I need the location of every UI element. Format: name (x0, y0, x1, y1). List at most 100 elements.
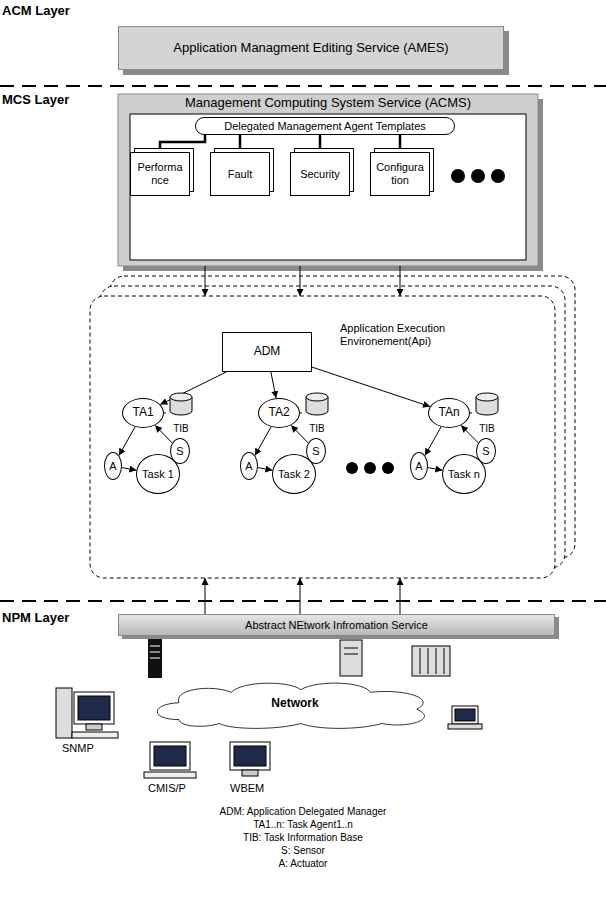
laptop (448, 706, 482, 729)
connector (205, 578, 206, 614)
service-box: Application Managment Editing Service (A… (118, 26, 504, 70)
inner-panel (130, 114, 526, 260)
task-info-base: TIB (472, 392, 502, 434)
layer-label: ACM Layer (2, 4, 70, 19)
node-text: Task 2 (278, 468, 310, 481)
task-agent: TAn (428, 398, 470, 428)
node-text: A (109, 460, 116, 473)
ellipsis-dot (346, 462, 358, 474)
node-text: Application Managment Editing Service (A… (173, 41, 448, 56)
connector (470, 413, 472, 414)
node-text: Delegated Management Agent Templates (224, 120, 426, 133)
node-text: Abstract NEtwork Infromation Service (245, 619, 428, 632)
task-node: Task 2 (272, 454, 316, 494)
node-text: TIB (172, 423, 190, 435)
node-text: Task 1 (142, 468, 174, 481)
template-card: Security (290, 152, 350, 196)
connector (160, 135, 205, 148)
legend-note: TA1..n: Task Agent1..n (253, 819, 353, 831)
node-text: Network (271, 697, 318, 711)
connector (205, 266, 206, 296)
task-node: Task n (442, 454, 486, 494)
node-text: Performa nce (133, 161, 187, 186)
layer-divider (0, 600, 606, 602)
layer-label: NPM Layer (2, 611, 69, 626)
task-node: Task 1 (136, 454, 180, 494)
node-text: TAn (438, 406, 459, 420)
actuator: A (240, 452, 258, 480)
connector (271, 372, 276, 398)
cmis-computer (144, 742, 196, 778)
task-agent: TA2 (258, 398, 300, 428)
node-text: Application Execution Environement(Api) (340, 322, 460, 347)
ellipsis-dot (471, 169, 485, 183)
ellipsis-dot (491, 169, 505, 183)
task-agent: TA1 (122, 398, 164, 428)
node-text: A (245, 460, 252, 473)
node-text: Fault (228, 168, 252, 181)
node-text: A (415, 460, 422, 473)
task-info-base: TIB (302, 392, 332, 434)
connector (291, 425, 308, 443)
legend-note: S: Sensor (281, 845, 325, 857)
node-text: TIB (308, 423, 326, 435)
node-text: S (312, 445, 319, 458)
connector (122, 468, 136, 471)
legend-note: A: Actuator (279, 858, 328, 870)
connector (119, 427, 135, 456)
node-text: Task n (448, 468, 480, 481)
connector (300, 578, 301, 614)
layer-label: MCS Layer (2, 93, 69, 108)
template-card: Configura tion (370, 152, 430, 196)
node-text: TA1 (132, 406, 153, 420)
node-text: Security (300, 168, 340, 181)
environment-outline (90, 296, 555, 578)
network-cloud: Network (150, 678, 440, 730)
connector (239, 135, 242, 148)
node-text: TIB (478, 423, 496, 435)
node-text: S (482, 445, 489, 458)
template-card: Performa nce (130, 152, 190, 196)
box-shadow (123, 99, 543, 271)
cylinder-symbol (305, 392, 329, 416)
node-text: TA2 (268, 406, 289, 420)
connector (164, 413, 166, 414)
node-text: Management Computing System Service (ACM… (118, 96, 538, 111)
connector (255, 427, 271, 456)
template-box: Delegated Management Agent Templates (195, 117, 455, 135)
mcs-service-box: Management Computing System Service (ACM… (118, 94, 538, 266)
snmp-computer (56, 688, 118, 738)
connector (312, 367, 430, 407)
ellipsis-dot (451, 169, 465, 183)
actuator: A (410, 452, 428, 480)
execution-environment: Application Execution Environement(Api) A… (90, 296, 555, 578)
connector (300, 266, 301, 296)
server-rack (412, 646, 450, 676)
connector (155, 425, 172, 443)
task-info-base: TIB (166, 392, 196, 434)
connector (461, 425, 478, 443)
node-text: S (176, 445, 183, 458)
wbem-computer (230, 742, 270, 776)
connector (400, 266, 401, 296)
actuator: A (104, 452, 122, 480)
node-text: Configura tion (373, 161, 427, 186)
ellipsis-dot (382, 462, 394, 474)
node-text: ADM (254, 345, 281, 359)
template-card: Fault (210, 152, 270, 196)
connector (300, 413, 302, 414)
ellipsis-dot (364, 462, 376, 474)
connector (258, 468, 273, 471)
cylinder-symbol (169, 392, 193, 416)
protocol-label: SNMP (62, 742, 94, 755)
connector (425, 427, 441, 456)
info-service-band: Abstract NEtwork Infromation Service (118, 614, 555, 636)
protocol-label: WBEM (230, 782, 264, 795)
manager-box: ADM (222, 332, 312, 372)
connector (428, 468, 443, 471)
connector (319, 135, 322, 148)
server (340, 640, 362, 676)
connector (399, 135, 402, 148)
